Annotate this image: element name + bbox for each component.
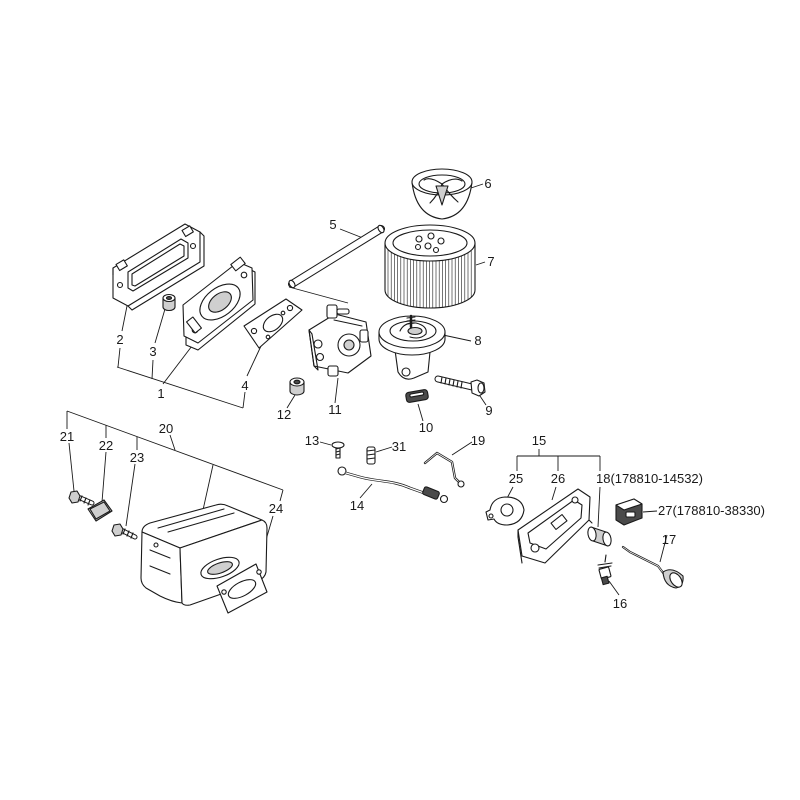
bracket-group-1 xyxy=(116,366,244,409)
callout-19: 19 xyxy=(471,433,485,448)
part-10-rubber-spacer xyxy=(405,389,429,403)
part-11-carburetor xyxy=(308,304,372,377)
callout-21: 21 xyxy=(60,429,74,444)
leader-9 xyxy=(479,395,487,406)
callout-18: 18(178810-14532) xyxy=(596,471,703,486)
part-12-nut xyxy=(289,377,305,396)
part-26-plate xyxy=(517,488,593,564)
leader-13 xyxy=(319,441,332,446)
part-27-clip xyxy=(615,498,643,526)
part-18-cylinder xyxy=(587,526,612,547)
leader-6 xyxy=(470,183,484,189)
leader-8 xyxy=(442,334,472,342)
callout-31: 31 xyxy=(392,439,406,454)
part-19-throttle-link xyxy=(423,451,465,488)
part-25-gasket xyxy=(485,496,525,526)
part-4-gasket xyxy=(243,298,303,349)
leader-19 xyxy=(451,441,473,456)
callout-14: 14 xyxy=(350,498,364,513)
part-3-spacer xyxy=(162,293,176,312)
leader-3 xyxy=(151,308,166,380)
part-16-switch xyxy=(597,554,613,586)
bracket-group-20 xyxy=(66,410,284,491)
callout-13: 13 xyxy=(305,433,319,448)
leader-14 xyxy=(359,483,373,499)
callout-labels: 1 2 3 4 5 6 7 8 9 10 11 12 13 14 15 16 1… xyxy=(60,176,765,611)
leader-26 xyxy=(551,486,557,501)
callout-2: 2 xyxy=(116,332,123,347)
callout-20: 20 xyxy=(159,421,173,436)
leader-7 xyxy=(475,261,486,266)
callout-6: 6 xyxy=(484,176,491,191)
callout-27: 27(178810-38330) xyxy=(658,503,765,518)
callout-22: 22 xyxy=(99,438,113,453)
leader-1 xyxy=(162,341,196,385)
leader-12 xyxy=(286,394,296,409)
leader-11 xyxy=(334,377,339,404)
part-8-air-cleaner-base xyxy=(378,314,446,380)
bracket-group-15 xyxy=(516,449,601,471)
callout-7: 7 xyxy=(487,254,494,269)
leader-2 xyxy=(117,305,128,368)
callout-3: 3 xyxy=(149,344,156,359)
callout-25: 25 xyxy=(509,471,523,486)
leader-20 xyxy=(169,434,214,511)
callout-11: 11 xyxy=(328,402,342,417)
callout-24: 24 xyxy=(269,501,283,516)
part-21-bolt xyxy=(68,490,95,506)
part-22-lock-plate xyxy=(87,499,113,522)
part-14-wire xyxy=(337,466,449,504)
leader-10 xyxy=(417,403,424,422)
callout-12: 12 xyxy=(277,407,291,422)
part-13-screw xyxy=(331,441,345,459)
part-7-air-filter-element xyxy=(384,224,476,309)
part-17-choke-rod xyxy=(621,545,684,589)
leader-27 xyxy=(642,510,658,513)
part-1-insulator xyxy=(182,256,256,351)
part-9-bolt xyxy=(434,375,486,397)
part-31-pin xyxy=(366,446,376,465)
leader-21 xyxy=(66,411,75,492)
callout-23: 23 xyxy=(130,450,144,465)
leader-31 xyxy=(375,446,393,453)
part-6-air-cleaner-cover xyxy=(411,168,473,220)
callout-15: 15 xyxy=(532,433,546,448)
callout-26: 26 xyxy=(551,471,565,486)
leader-22 xyxy=(101,425,107,503)
callout-5: 5 xyxy=(329,217,336,232)
callout-17: 17 xyxy=(662,532,676,547)
leader-23 xyxy=(125,437,138,527)
leader-4 xyxy=(242,345,262,409)
leader-17 xyxy=(659,534,668,563)
part-23-bolt xyxy=(111,523,138,540)
callout-10: 10 xyxy=(419,420,433,435)
leader-16 xyxy=(608,580,620,596)
leader-18 xyxy=(597,486,601,528)
callout-4: 4 xyxy=(241,378,248,393)
part-2-bracket-plate xyxy=(112,223,205,311)
callout-9: 9 xyxy=(485,403,492,418)
part-5-tube xyxy=(288,224,385,289)
callout-1: 1 xyxy=(157,386,164,401)
callout-8: 8 xyxy=(474,333,481,348)
filter-pleats xyxy=(387,249,472,309)
part-24-muffler-gasket xyxy=(216,563,268,614)
callout-16: 16 xyxy=(613,596,627,611)
assembly-line-5-11 xyxy=(288,286,349,304)
